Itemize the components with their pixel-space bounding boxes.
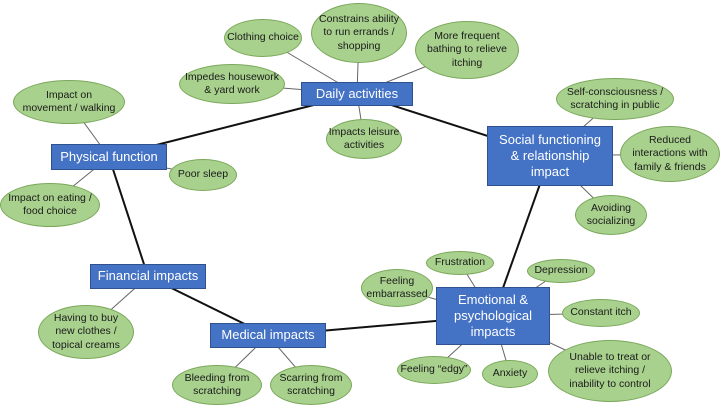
reduced-interactions-node: Reduced interactions with family & frien… [620, 126, 720, 182]
daily-activities-node: Daily activities [301, 82, 413, 106]
having-to-buy-node: Having to buy new clothes / topical crea… [38, 305, 134, 359]
emotional-psychological-node: Emotional & psychological impacts [436, 287, 550, 345]
poor-sleep-node: Poor sleep [169, 159, 237, 191]
bleeding-node: Bleeding from scratching [172, 365, 262, 405]
physical-function-node: Physical function [51, 144, 167, 170]
avoiding-socializing-node: Avoiding socializing [575, 195, 647, 235]
connector-financial-impacts-to-physical-function [108, 156, 149, 277]
impact-movement-node: Impact on movement / walking [13, 80, 125, 124]
unable-to-treat-node: Unable to treat or relieve itching / ina… [548, 340, 672, 402]
frustration-node: Frustration [426, 251, 494, 275]
impedes-housework-node: Impedes housework & yard work [179, 64, 285, 104]
frequent-bathing-node: More frequent bathing to relieve itching [415, 21, 519, 79]
constant-itch-node: Constant itch [562, 299, 640, 327]
feeling-embarrassed-node: Feeling embarrassed [361, 269, 433, 307]
scarring-node: Scarring from scratching [270, 365, 352, 405]
impacts-leisure-node: Impacts leisure activities [326, 119, 402, 159]
social-functioning-node: Social functioning & relationship impact [487, 126, 613, 186]
clothing-choice-node: Clothing choice [224, 19, 302, 57]
medical-impacts-node: Medical impacts [210, 323, 326, 348]
financial-impacts-node: Financial impacts [90, 264, 206, 289]
anxiety-node: Anxiety [482, 360, 538, 388]
self-consciousness-node: Self-consciousness / scratching in publi… [556, 78, 674, 120]
feeling-edgy-node: Feeling “edgy” [397, 356, 471, 384]
impact-eating-node: Impact on eating / food choice [0, 183, 100, 227]
constrains-errands-node: Constrains ability to run errands / shop… [311, 3, 407, 63]
depression-node: Depression [527, 259, 595, 283]
